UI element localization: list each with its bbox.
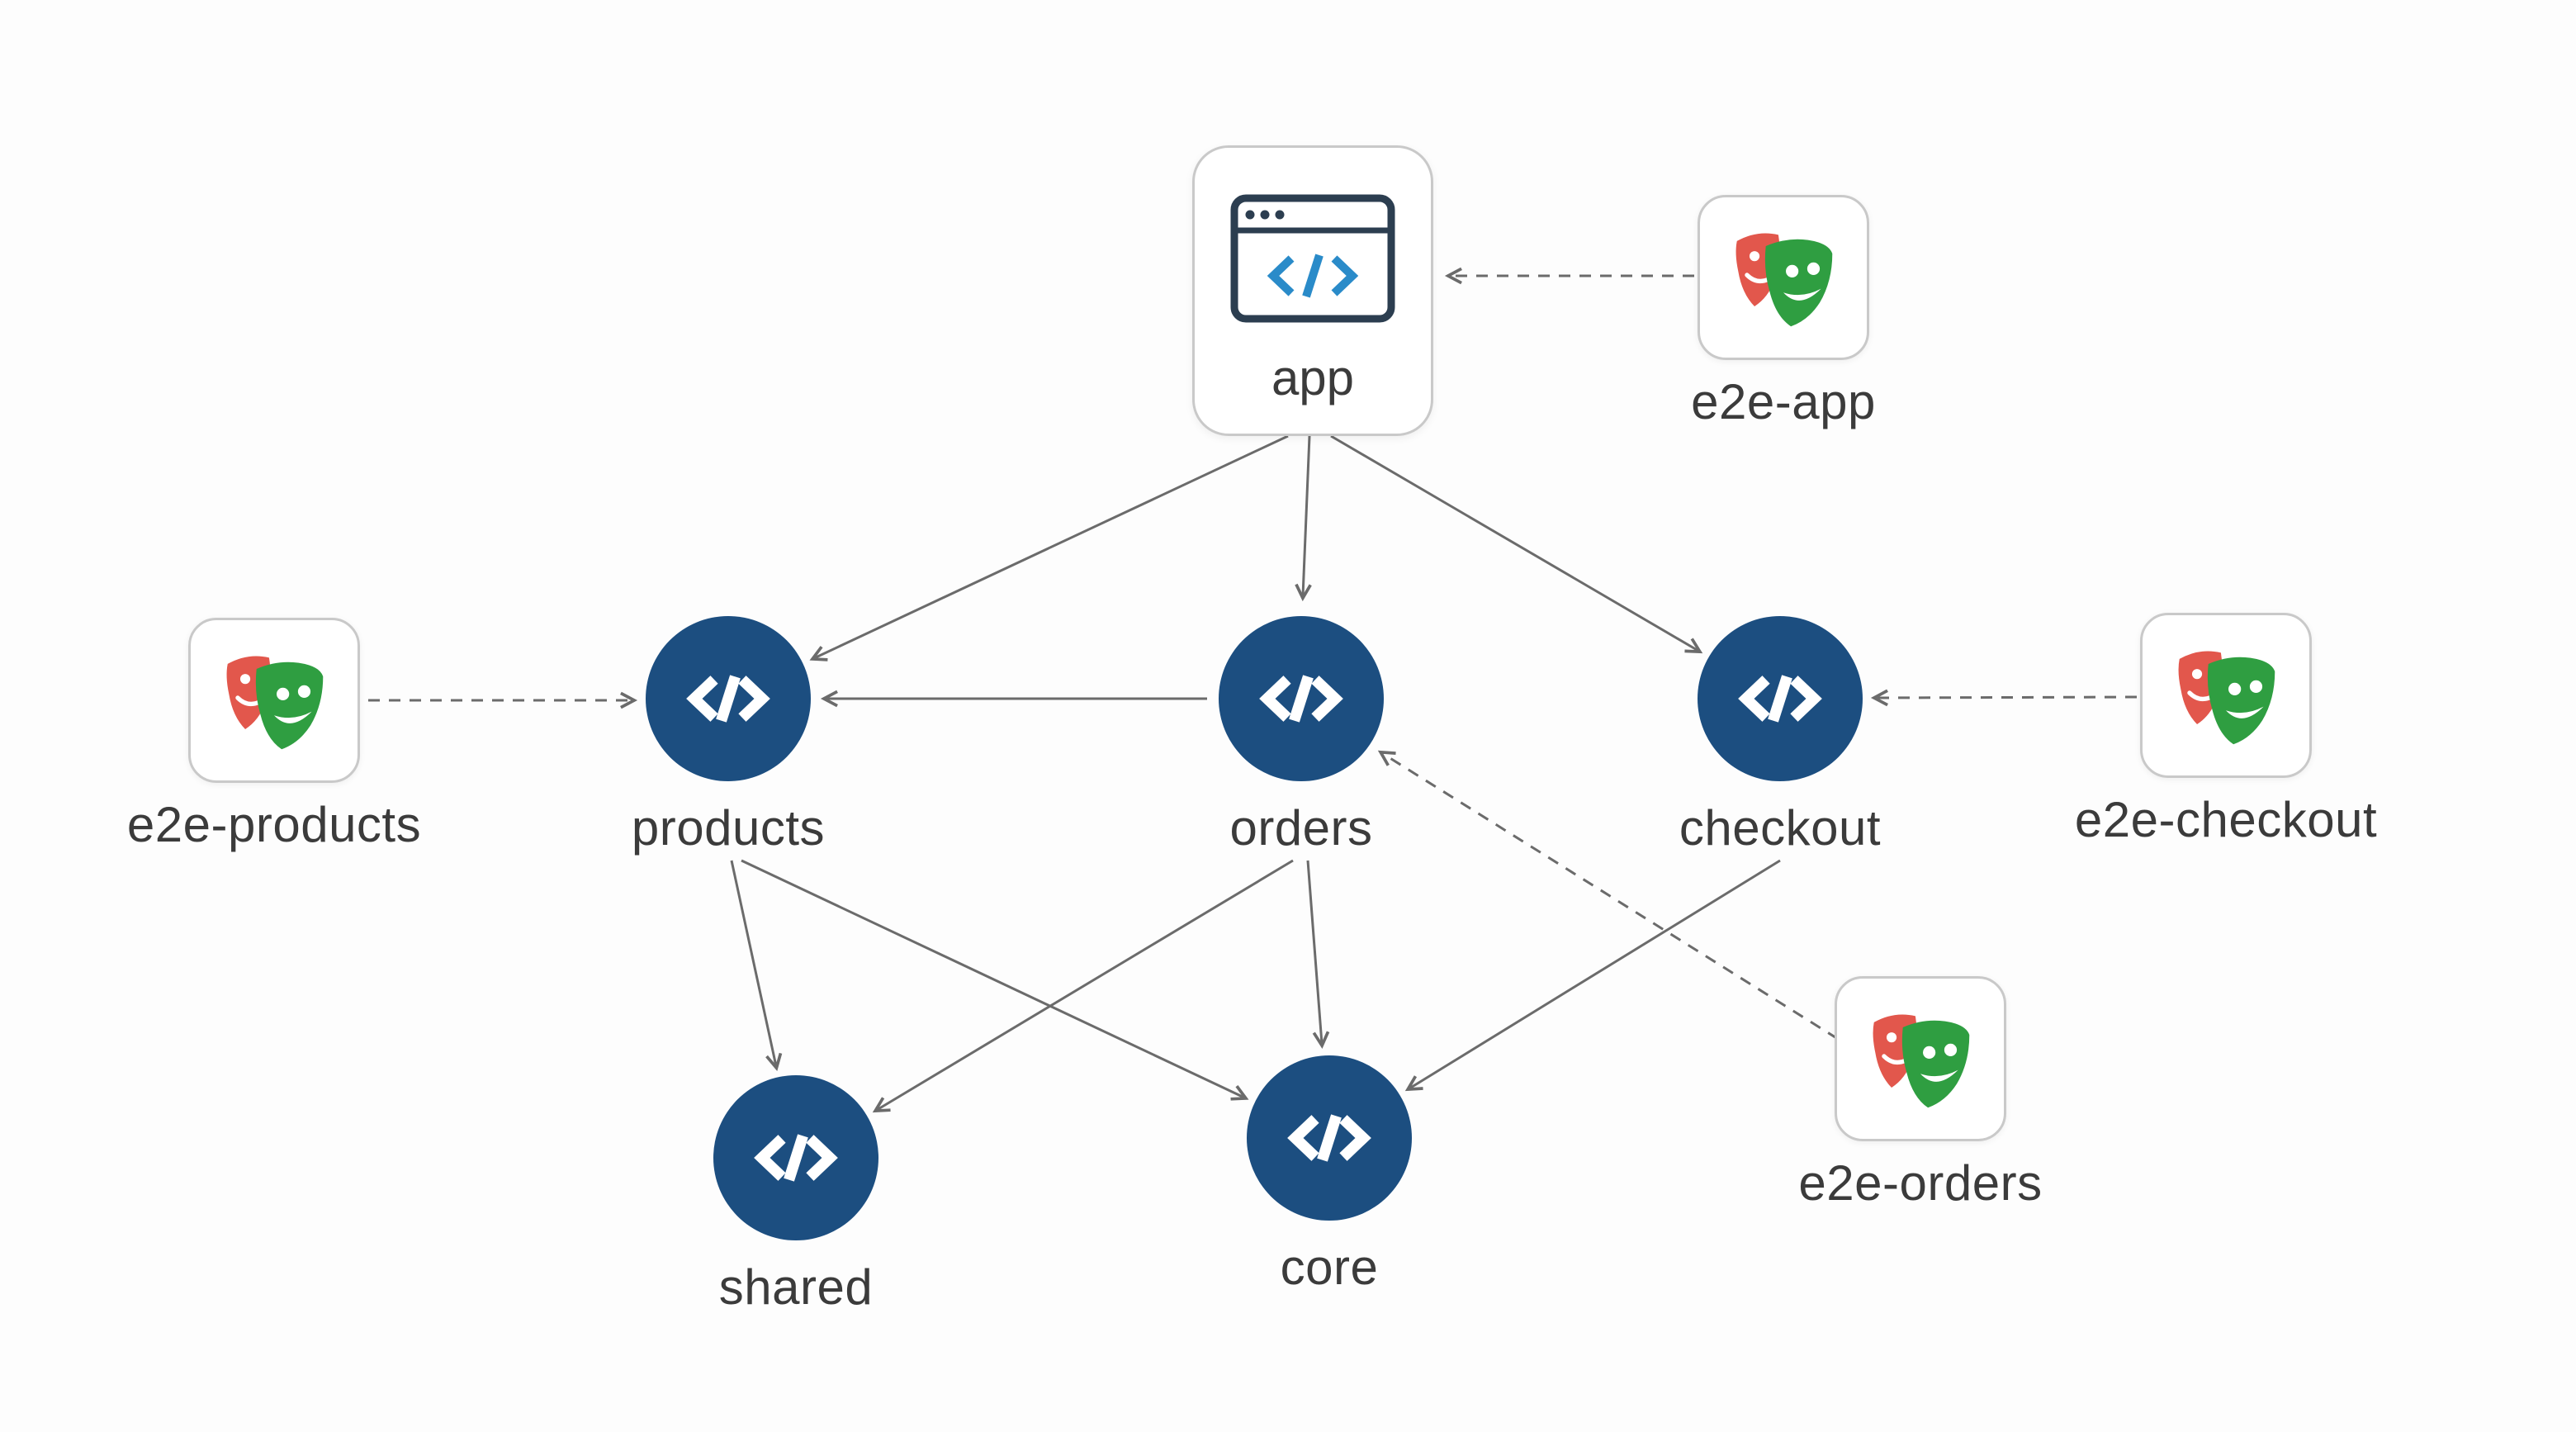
- node-label: shared: [718, 1259, 874, 1315]
- node-label: e2e-checkout: [2074, 792, 2378, 847]
- node-e2e-checkout[interactable]: e2e-checkout: [2075, 613, 2377, 847]
- code-icon: [1287, 1114, 1371, 1162]
- e2e-node-card: [188, 618, 360, 783]
- code-icon: [754, 1134, 838, 1182]
- browser-window-icon: [1230, 194, 1395, 323]
- edge-app-orders: [1295, 435, 1312, 602]
- node-products[interactable]: products: [632, 616, 825, 856]
- edge-orders-core: [1306, 860, 1330, 1050]
- library-node-circle: [1219, 616, 1384, 781]
- e2e-node-card: [1698, 195, 1869, 360]
- edge-products-shared: [730, 860, 783, 1071]
- edge-products-core: [741, 859, 1249, 1101]
- e2e-node-card: [2140, 613, 2312, 778]
- playwright-masks-icon: [2178, 651, 2275, 745]
- node-label: products: [631, 800, 826, 856]
- code-icon: [1738, 675, 1822, 723]
- node-label: checkout: [1679, 800, 1882, 856]
- edge-e2e-orders-orders: [1377, 750, 1839, 1041]
- playwright-masks-icon: [1873, 1014, 1970, 1108]
- app-node-card: app: [1192, 145, 1433, 436]
- edge-app-checkout: [1330, 434, 1703, 654]
- node-checkout[interactable]: checkout: [1679, 616, 1881, 856]
- node-label: core: [1280, 1240, 1379, 1295]
- node-core[interactable]: core: [1247, 1055, 1412, 1295]
- library-node-circle: [646, 616, 811, 781]
- node-orders[interactable]: orders: [1219, 616, 1384, 856]
- node-shared[interactable]: shared: [713, 1075, 878, 1315]
- node-app[interactable]: app: [1192, 145, 1433, 436]
- library-node-circle: [713, 1075, 878, 1240]
- node-e2e-app[interactable]: e2e-app: [1691, 195, 1875, 429]
- edge-e2e-checkout-checkout: [1870, 689, 2138, 707]
- code-icon: [686, 675, 770, 723]
- node-e2e-orders[interactable]: e2e-orders: [1798, 976, 2042, 1211]
- edge-checkout-core: [1404, 859, 1781, 1092]
- library-node-circle: [1698, 616, 1863, 781]
- edge-orders-shared: [872, 859, 1294, 1113]
- playwright-masks-icon: [1735, 233, 1833, 327]
- edge-app-products: [809, 434, 1289, 661]
- code-icon: [1259, 675, 1343, 723]
- playwright-masks-icon: [226, 656, 324, 750]
- node-e2e-products[interactable]: e2e-products: [127, 618, 421, 852]
- node-label: app: [1271, 350, 1355, 405]
- node-label: e2e-app: [1691, 374, 1876, 429]
- library-node-circle: [1247, 1055, 1412, 1221]
- node-label: e2e-products: [126, 797, 422, 852]
- e2e-node-card: [1835, 976, 2006, 1141]
- node-label: e2e-orders: [1798, 1155, 2043, 1211]
- node-label: orders: [1229, 800, 1373, 856]
